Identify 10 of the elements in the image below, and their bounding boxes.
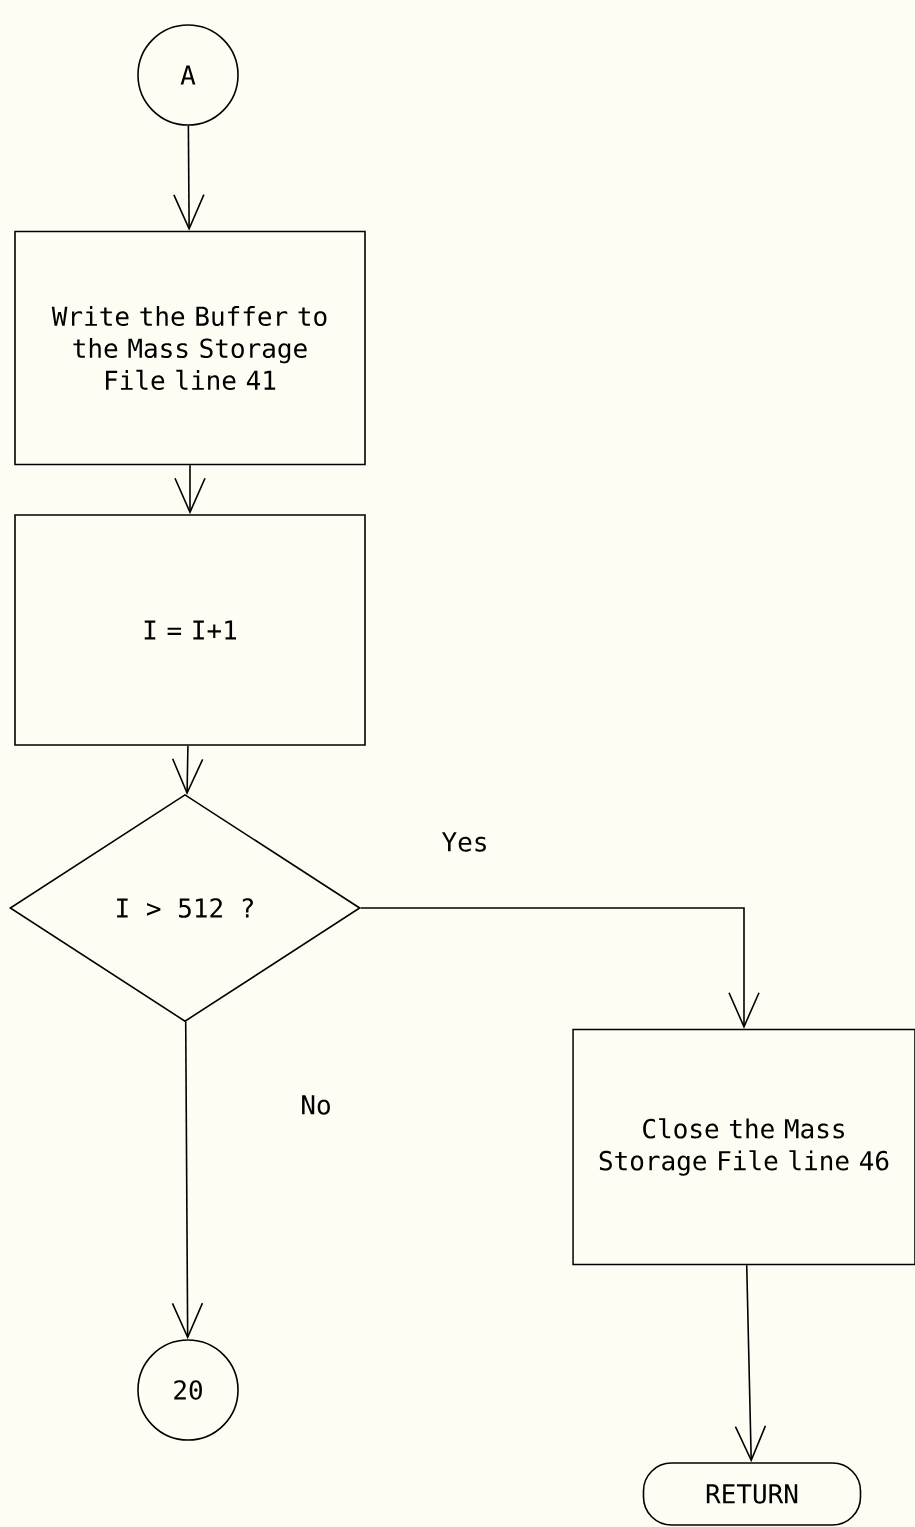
process-box: I = I+1: [14, 514, 366, 746]
terminal-box: RETURN: [642, 1462, 862, 1526]
edge-label: Yes: [439, 830, 491, 854]
arrow: [173, 125, 205, 231]
edge-label: No: [298, 1093, 334, 1117]
arrow: [734, 1264, 767, 1463]
arrow: [360, 907, 760, 1029]
arrow: [171, 1021, 204, 1340]
process-box: Write the Buffer to the Mass Storage File line 41: [14, 230, 366, 466]
process-box: Close the Mass Storage File line 46: [572, 1028, 915, 1266]
